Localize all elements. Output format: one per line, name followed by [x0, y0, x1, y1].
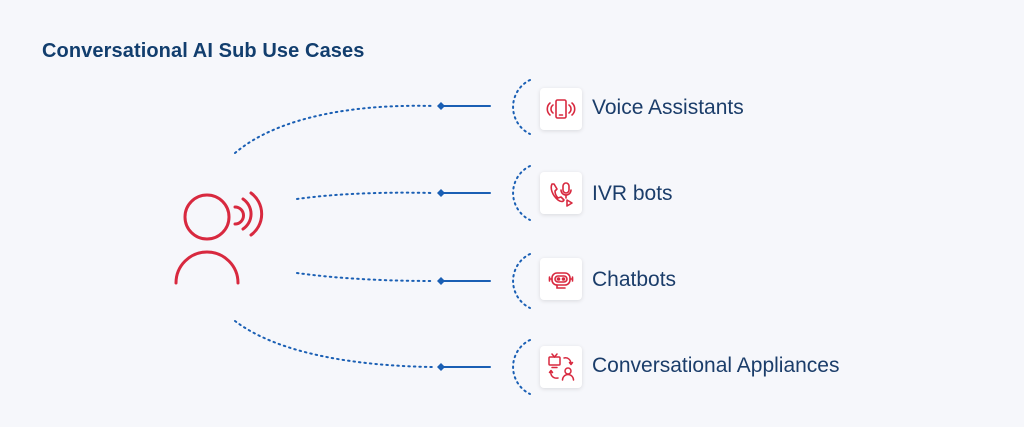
vibrating-phone-icon: [546, 99, 576, 119]
use-case-label-ivr-bots: IVR bots: [592, 182, 673, 205]
dotted-curve-4: [234, 320, 434, 368]
use-case-icon-box-3: [540, 258, 582, 300]
page-title: Conversational AI Sub Use Cases: [42, 40, 365, 62]
diamond-node-3: [437, 277, 445, 285]
use-case-label-conversational-appliances: Conversational Appliances: [592, 354, 840, 377]
tv-person-exchange-icon: [548, 353, 575, 381]
diamond-node-4: [437, 363, 445, 371]
use-case-icon-box-4: [540, 346, 582, 388]
use-case-label-chatbots: Chatbots: [592, 268, 677, 291]
diamond-node-2: [437, 189, 445, 197]
diamond-node-1: [437, 102, 445, 110]
dotted-curve-1: [234, 104, 434, 154]
dotted-arc-1: [512, 79, 531, 135]
phone-mic-icon: [550, 182, 573, 207]
dotted-arc-4: [512, 339, 531, 395]
dotted-arc-3: [512, 253, 531, 309]
dotted-curve-2: [296, 191, 434, 200]
use-case-icon-box-1: [540, 88, 582, 130]
use-case-label-voice-assistants: Voice Assistants: [592, 96, 744, 119]
speaking-person-icon: [174, 191, 264, 285]
use-case-icon-box-2: [540, 172, 582, 214]
dotted-curve-3: [296, 272, 434, 282]
dotted-arc-2: [512, 165, 531, 221]
robot-face-icon: [548, 272, 574, 289]
